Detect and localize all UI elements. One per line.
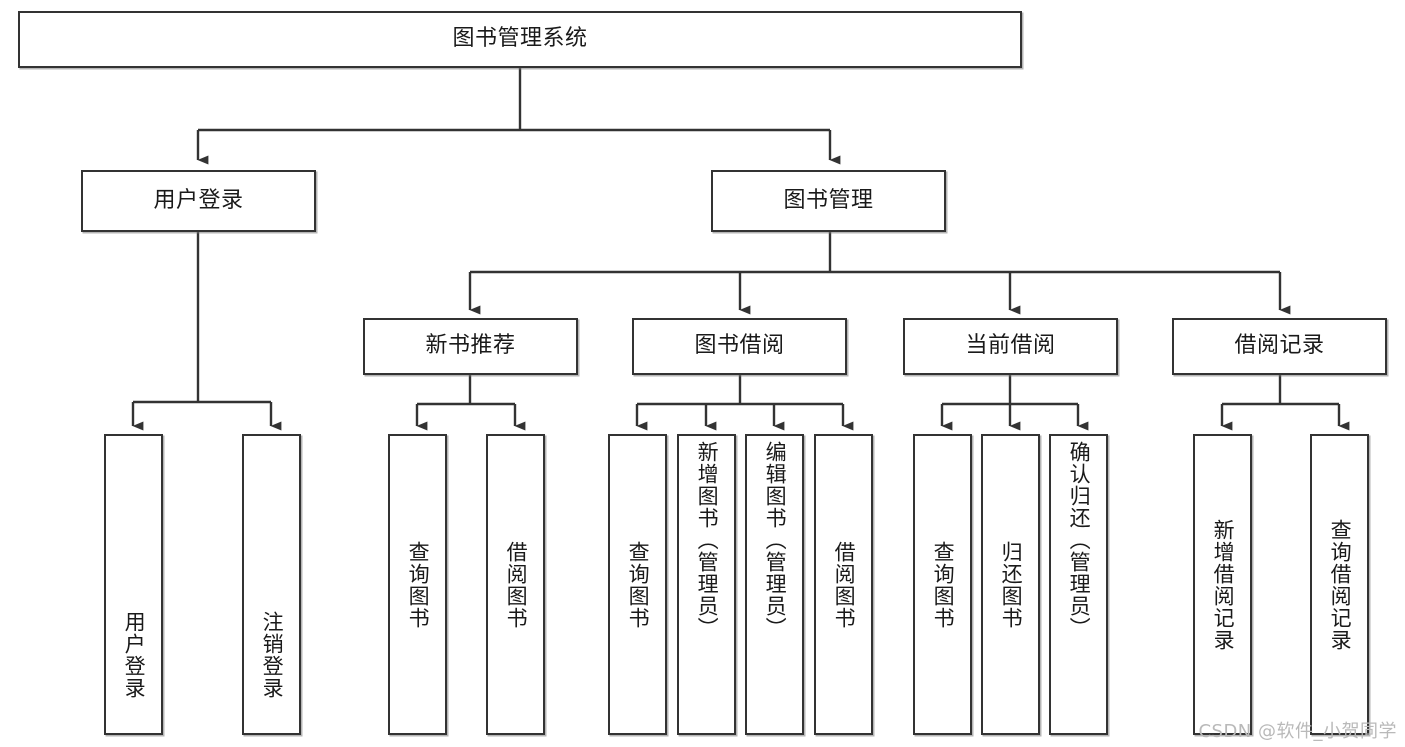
node-label: 确认归还（管理员） bbox=[1067, 441, 1092, 639]
node-label: 查询图书 bbox=[406, 540, 431, 629]
node-label: 查询借阅记录 bbox=[1328, 518, 1353, 651]
node-label: 图书管理 bbox=[783, 187, 874, 213]
node-label: 借阅图书 bbox=[832, 540, 857, 629]
node-label: 新增借阅记录 bbox=[1211, 518, 1236, 651]
node-book-manage[interactable]: 图书管理 bbox=[711, 170, 946, 232]
node-leaf-logout-login[interactable]: 注销登录 bbox=[242, 434, 301, 735]
node-leaf-edit-book[interactable]: 编辑图书（管理员） bbox=[745, 434, 804, 735]
node-label: 借阅图书 bbox=[504, 540, 529, 629]
node-label: 图书管理系统 bbox=[452, 26, 588, 52]
node-current-borrow[interactable]: 当前借阅 bbox=[903, 318, 1118, 375]
node-leaf-confirm-return[interactable]: 确认归还（管理员） bbox=[1049, 434, 1108, 735]
node-leaf-return-book[interactable]: 归还图书 bbox=[981, 434, 1040, 735]
node-label: 查询图书 bbox=[626, 540, 651, 629]
node-book-borrow[interactable]: 图书借阅 bbox=[632, 318, 847, 375]
node-label: 编辑图书（管理员） bbox=[763, 441, 788, 639]
node-leaf-add-record[interactable]: 新增借阅记录 bbox=[1193, 434, 1252, 735]
node-label: 查询图书 bbox=[931, 540, 956, 629]
node-label: 借阅记录 bbox=[1234, 333, 1325, 359]
node-new-book-recommend[interactable]: 新书推荐 bbox=[363, 318, 578, 375]
node-leaf-borrow-book-1[interactable]: 借阅图书 bbox=[486, 434, 545, 735]
node-label: 图书借阅 bbox=[694, 333, 785, 359]
node-label: 归还图书 bbox=[999, 540, 1024, 629]
node-leaf-borrow-book-2[interactable]: 借阅图书 bbox=[814, 434, 873, 735]
node-book-management-system[interactable]: 图书管理系统 bbox=[18, 11, 1022, 68]
node-leaf-query-book-3[interactable]: 查询图书 bbox=[913, 434, 972, 735]
node-label: 用户登录 bbox=[153, 187, 244, 213]
node-leaf-add-book[interactable]: 新增图书（管理员） bbox=[677, 434, 736, 735]
node-label: 用户登录 bbox=[122, 611, 147, 699]
watermark-text: CSDN @软件_小贺同学 bbox=[1198, 721, 1397, 742]
node-user-login[interactable]: 用户登录 bbox=[81, 170, 316, 232]
node-leaf-query-book-1[interactable]: 查询图书 bbox=[388, 434, 447, 735]
node-label: 注销登录 bbox=[260, 611, 285, 699]
node-leaf-user-login[interactable]: 用户登录 bbox=[104, 434, 163, 735]
node-borrow-record[interactable]: 借阅记录 bbox=[1172, 318, 1387, 375]
node-leaf-query-record[interactable]: 查询借阅记录 bbox=[1310, 434, 1369, 735]
node-label: 当前借阅 bbox=[965, 333, 1056, 359]
node-label: 新增图书（管理员） bbox=[695, 441, 720, 639]
node-label: 新书推荐 bbox=[425, 333, 516, 359]
node-leaf-query-book-2[interactable]: 查询图书 bbox=[608, 434, 667, 735]
